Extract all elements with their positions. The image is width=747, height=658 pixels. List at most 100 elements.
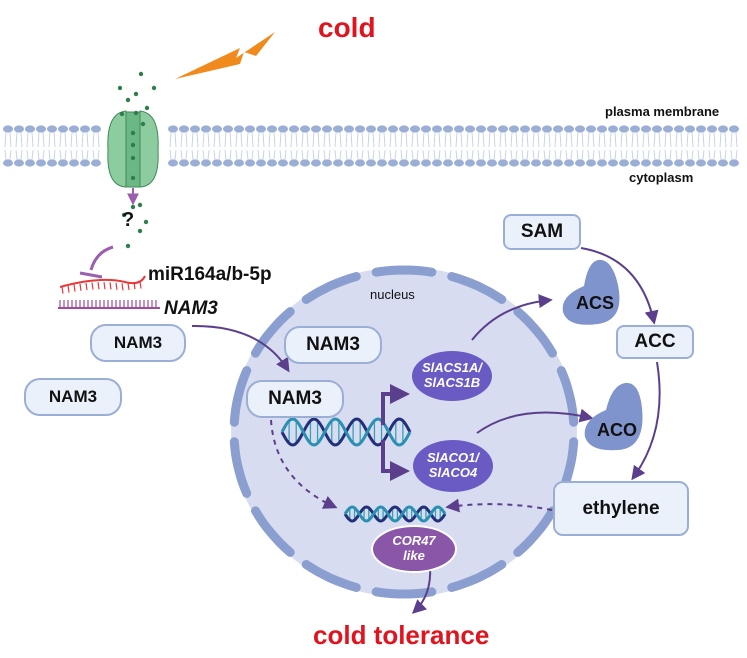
lipid-head — [388, 159, 398, 167]
lipid-head — [3, 125, 13, 133]
envelope-segment — [371, 587, 437, 599]
nam3-to-cor47-arrow — [270, 419, 338, 509]
lipid-head — [531, 125, 541, 133]
lipid-head — [575, 159, 585, 167]
lipid-head — [707, 159, 717, 167]
lipid-head — [663, 125, 673, 133]
lipid-head — [465, 159, 475, 167]
lipid-head — [498, 125, 508, 133]
signal-molecules — [117, 71, 157, 249]
unknown-signal-label: ? — [122, 209, 135, 231]
lipid-head — [553, 159, 563, 167]
signal-molecule — [144, 105, 150, 111]
envelope-segment — [301, 560, 361, 592]
signal-molecule — [125, 97, 131, 103]
lipid-head — [608, 159, 618, 167]
lipid-head — [520, 125, 530, 133]
lipid-head — [256, 159, 266, 167]
envelope-segment — [447, 272, 507, 304]
lipid-head — [729, 125, 739, 133]
lipid-head — [14, 159, 24, 167]
lipid-head — [311, 125, 321, 133]
lipid-head — [256, 125, 266, 133]
envelope-segment — [229, 437, 252, 498]
lipid-head — [47, 125, 57, 133]
lipid-head — [487, 159, 497, 167]
lipid-head — [454, 159, 464, 167]
signal-molecule — [133, 91, 139, 97]
lipid-head — [322, 159, 332, 167]
gene-slaco1-slaco4: SlACO1/SlACO4 — [413, 440, 493, 492]
cytoplasm-nam3-protein: NAM3 — [90, 324, 186, 362]
lipid-head — [641, 125, 651, 133]
lipid-head — [652, 125, 662, 133]
lipid-head — [58, 125, 68, 133]
lipid-head — [685, 125, 695, 133]
transcription-arrow-aco — [381, 440, 410, 481]
lipid-head — [663, 159, 673, 167]
lipid-head — [322, 125, 332, 133]
lipid-head — [333, 159, 343, 167]
envelope-segment — [371, 265, 437, 277]
lipid-head — [509, 159, 519, 167]
lipid-head — [388, 125, 398, 133]
lipid-head — [69, 159, 79, 167]
mirna-label: miR164a/b-5p — [148, 264, 272, 285]
envelope-segment — [513, 307, 557, 358]
lipid-head — [476, 125, 486, 133]
inhibition-line — [89, 245, 114, 271]
plasma-membrane — [3, 125, 739, 167]
lipid-head — [234, 159, 244, 167]
dna-strand — [343, 505, 447, 523]
envelope-segment — [513, 506, 557, 557]
lipid-head — [520, 159, 530, 167]
gene-line: SlACS1A/ — [422, 360, 482, 376]
signal-molecule — [125, 243, 131, 249]
lipid-head — [674, 159, 684, 167]
lipid-head — [630, 159, 640, 167]
envelope-segment — [447, 560, 507, 592]
lipid-head — [168, 125, 178, 133]
acs-expression-arrow — [471, 294, 553, 341]
lipid-head — [674, 125, 684, 133]
lipid-head — [641, 159, 651, 167]
signal-molecule — [143, 219, 149, 225]
acs-enzyme-label: ACS — [576, 293, 615, 313]
gene-line: SlACO1/ — [426, 450, 479, 466]
lipid-head — [91, 125, 101, 133]
lipid-head — [36, 159, 46, 167]
lipid-head — [212, 159, 222, 167]
signal-molecule — [133, 110, 139, 116]
lipid-head — [630, 125, 640, 133]
title-cold: cold — [318, 12, 376, 43]
gene-line: COR47 — [392, 533, 436, 549]
aco-enzyme-icon — [584, 382, 643, 451]
lipid-head — [421, 125, 431, 133]
inhibition-bar — [79, 271, 103, 279]
lipid-head — [586, 159, 596, 167]
lipid-head — [564, 125, 574, 133]
nucleus-label: nucleus — [370, 287, 415, 302]
membrane-channel-icon — [107, 110, 159, 188]
lipid-head — [14, 125, 24, 133]
lipid-head — [311, 159, 321, 167]
signal-molecule — [130, 130, 136, 136]
lipid-head — [212, 125, 222, 133]
signal-molecule — [119, 111, 125, 117]
lipid-head — [344, 125, 354, 133]
lipid-head — [619, 125, 629, 133]
aco-enzyme-label: ACO — [597, 420, 637, 440]
ethylene-to-cor47-arrow — [445, 498, 553, 513]
ethylene-box: ethylene — [553, 481, 689, 536]
lipid-head — [586, 125, 596, 133]
lipid-head — [289, 159, 299, 167]
lipid-head — [443, 125, 453, 133]
lipid-head — [729, 159, 739, 167]
lipid-head — [300, 125, 310, 133]
lipid-head — [399, 159, 409, 167]
lipid-head — [3, 159, 13, 167]
lipid-head — [685, 159, 695, 167]
nuclear-import-arrow — [191, 324, 290, 373]
signal-molecule — [138, 71, 144, 77]
